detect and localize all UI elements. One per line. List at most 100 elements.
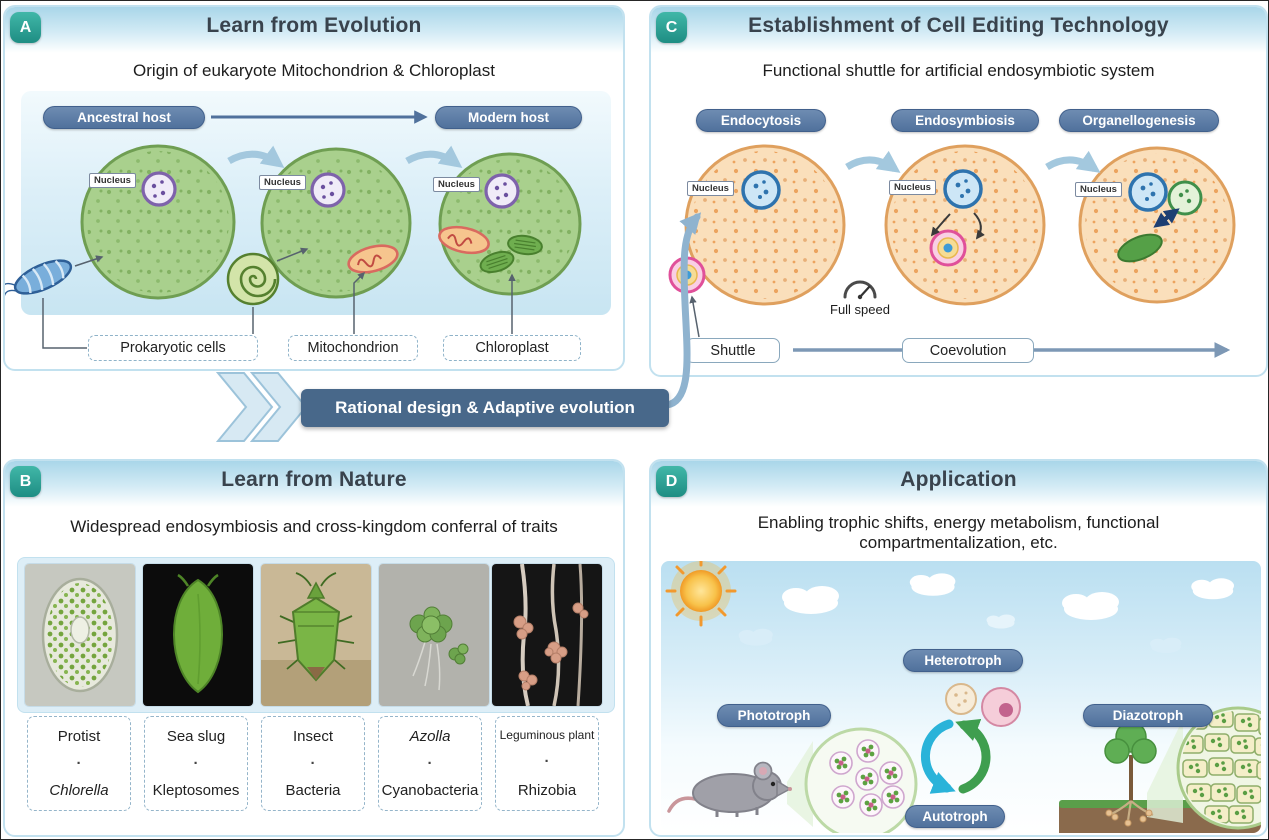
sun-icon xyxy=(665,561,737,627)
panel-c-subtitle: Functional shuttle for artificial endosy… xyxy=(762,61,1155,80)
nucleus-icon xyxy=(741,170,781,210)
mitochondrion-label: Mitochondrion xyxy=(288,335,418,361)
pair-symbiont: Rhizobia xyxy=(517,782,577,799)
green-organelle-icon xyxy=(1167,180,1203,216)
coevolution-label: Coevolution xyxy=(902,338,1034,363)
panel-b-header xyxy=(5,461,623,507)
panel-d-header xyxy=(651,461,1266,507)
nucleus-icon xyxy=(1128,172,1168,212)
cloud-icon xyxy=(1191,578,1234,600)
panel-b-badge: B xyxy=(10,466,41,497)
full-speed-label: Full speed xyxy=(830,302,890,317)
pair-host: Sea slug xyxy=(166,728,226,745)
separator-dot: · xyxy=(310,754,316,772)
chloroplast-label: Chloroplast xyxy=(443,335,581,361)
panel-a-header xyxy=(5,7,623,53)
photo-insect xyxy=(261,564,371,706)
heterotroph-cells-icon xyxy=(945,683,1021,727)
organellogenesis-double-arrow xyxy=(1153,208,1180,228)
pair-protist-chlorella: Protist · Chlorella xyxy=(27,716,131,811)
panel-c-badge: C xyxy=(656,12,687,43)
pair-symbiont: Chlorella xyxy=(49,782,109,799)
prokaryotic-cells-label: Prokaryotic cells xyxy=(88,335,258,361)
nucleus-tag: Nucleus xyxy=(889,180,936,195)
pair-host: Leguminous plant xyxy=(499,728,595,742)
mouse-icon xyxy=(667,761,792,817)
nucleus-icon xyxy=(943,169,983,209)
endocytosis-pill: Endocytosis xyxy=(696,109,826,132)
nucleus-tag: Nucleus xyxy=(89,173,136,188)
diazotroph-zoom-circle xyxy=(1176,706,1261,830)
cloud-icon xyxy=(738,628,773,646)
photo-sea-slug xyxy=(143,564,253,706)
magnifier-cone xyxy=(787,741,813,827)
cloud-icon xyxy=(986,614,1015,629)
panel-c: C Establishment of Cell Editing Technolo… xyxy=(649,5,1268,377)
phototroph-zoom-circle xyxy=(804,727,918,833)
pair-host: Azolla xyxy=(409,728,451,745)
stage-arrow-2 xyxy=(1045,150,1101,173)
pair-symbiont: Kleptosomes xyxy=(152,782,240,799)
panel-a-title: Learn from Evolution xyxy=(206,14,422,37)
nucleus-tag: Nucleus xyxy=(259,175,306,190)
pair-seaslug-kleptosomes: Sea slug · Kleptosomes xyxy=(144,716,248,811)
edit-cell-2 xyxy=(884,144,1046,306)
shuttle-connector xyxy=(689,295,700,338)
cloud-icon xyxy=(1062,592,1119,620)
organellogenesis-pill: Organellogenesis xyxy=(1059,109,1219,132)
stage-arrow-1 xyxy=(845,150,901,173)
edit-cell-1 xyxy=(684,144,846,306)
cycle-arrows-icon xyxy=(920,719,991,794)
heterotroph-pill: Heterotroph xyxy=(903,649,1023,672)
panel-b: B Learn from Nature Widespread endosymbi… xyxy=(3,459,625,837)
new-organelle-icon xyxy=(1117,233,1163,263)
panel-c-header xyxy=(651,7,1266,53)
autotroph-pill: Autotroph xyxy=(905,805,1005,828)
pair-symbiont: Cyanobacteria xyxy=(381,782,479,799)
plant-icon xyxy=(1104,721,1157,827)
endosymbiosis-pill: Endosymbiosis xyxy=(891,109,1039,132)
endosymbiosis-arrow-1 xyxy=(973,212,985,240)
nucleus-tag: Nucleus xyxy=(433,177,480,192)
application-scene xyxy=(661,561,1261,833)
photo-azolla xyxy=(379,564,489,706)
panel-b-title: Learn from Nature xyxy=(221,468,407,491)
separator-dot: · xyxy=(76,754,82,772)
shuttle-label: Shuttle xyxy=(686,338,780,363)
pair-insect-bacteria: Insect · Bacteria xyxy=(261,716,365,811)
panel-c-title: Establishment of Cell Editing Technology xyxy=(748,14,1169,37)
panel-b-subtitle: Widespread endosymbiosis and cross-kingd… xyxy=(70,517,558,536)
separator-dot: · xyxy=(544,753,550,770)
cloud-icon xyxy=(1150,637,1182,654)
cloud-icon xyxy=(782,586,839,614)
shuttle-icon xyxy=(668,256,706,294)
pair-symbiont: Bacteria xyxy=(285,782,341,799)
nucleus-tag: Nucleus xyxy=(687,181,734,196)
magnifier-cone xyxy=(1147,719,1183,823)
pair-legume-rhizobia: Leguminous plant · Rhizobia xyxy=(495,716,599,811)
panel-a-badge: A xyxy=(10,12,41,43)
photo-root-nodules xyxy=(492,564,602,706)
panel-d-badge: D xyxy=(656,466,687,497)
pair-host: Protist xyxy=(57,728,101,745)
pair-host: Insect xyxy=(292,728,334,745)
panel-a: A Learn from Evolution Origin of eukaryo… xyxy=(3,5,625,371)
photo-protist xyxy=(25,564,135,706)
modern-host-pill: Modern host xyxy=(435,106,582,129)
shuttle-icon xyxy=(929,229,967,267)
panel-d: D Application Enabling trophic shifts, e… xyxy=(649,459,1268,837)
rational-design-box: Rational design & Adaptive evolution xyxy=(301,389,669,427)
panel-a-subtitle: Origin of eukaryote Mitochondrion & Chlo… xyxy=(133,61,495,80)
ancestral-host-pill: Ancestral host xyxy=(43,106,205,129)
separator-dot: · xyxy=(427,754,433,772)
cloud-icon xyxy=(909,573,956,596)
diazotroph-pill: Diazotroph xyxy=(1083,704,1213,727)
phototroph-pill: Phototroph xyxy=(717,704,831,727)
separator-dot: · xyxy=(193,754,199,772)
endosymbiosis-arrow-2 xyxy=(930,213,951,237)
nucleus-tag: Nucleus xyxy=(1075,182,1122,197)
speedometer-icon xyxy=(843,280,877,300)
panel-d-title: Application xyxy=(900,468,1017,491)
edit-cell-3 xyxy=(1078,146,1236,304)
